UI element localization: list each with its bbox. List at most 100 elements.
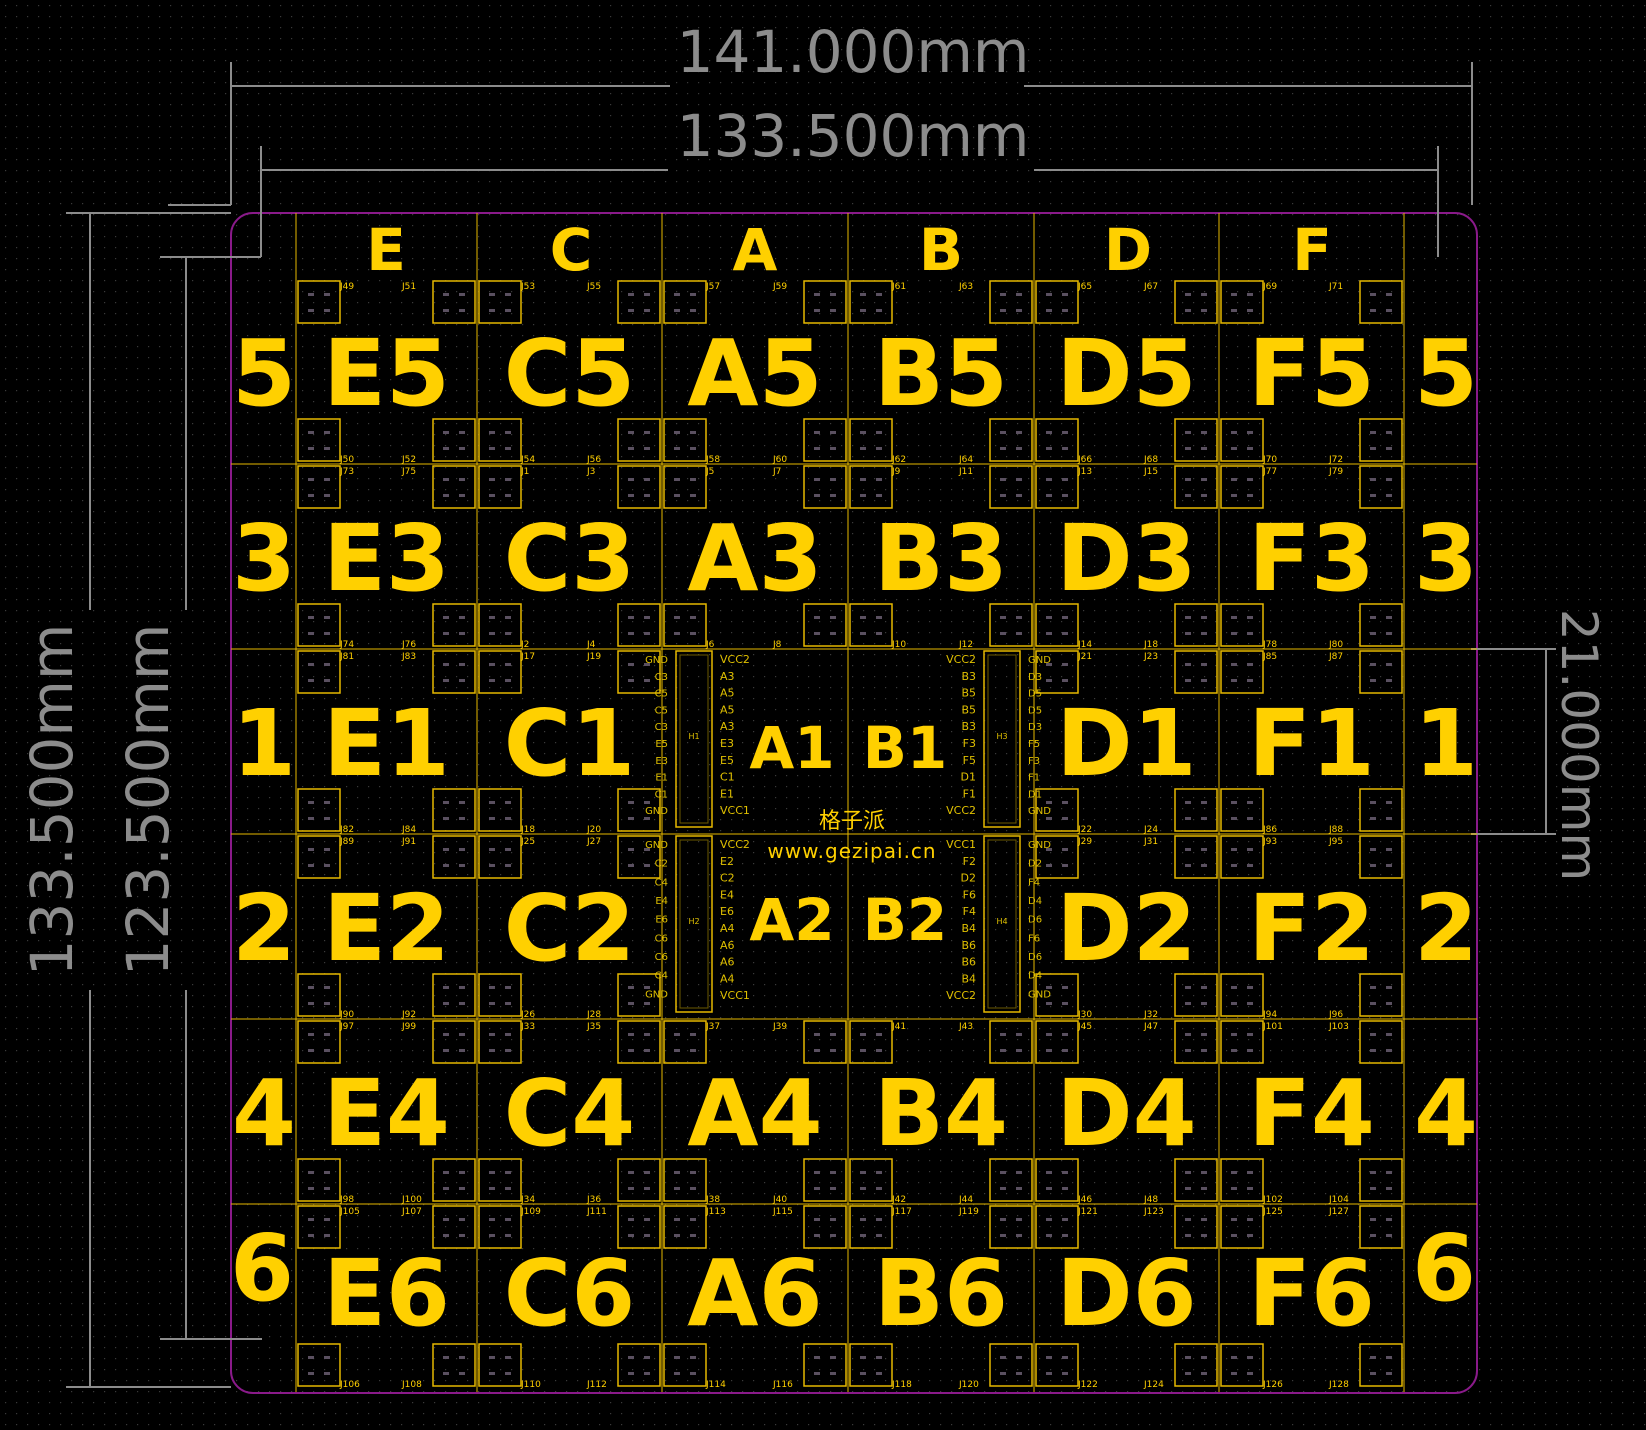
pad-outline — [1359, 418, 1403, 462]
pad-outline — [617, 1343, 661, 1387]
pad-hole — [1062, 293, 1068, 296]
cell-label: E2 — [323, 875, 450, 982]
pad-outline — [849, 1343, 893, 1387]
pad-outline — [297, 1205, 341, 1249]
pad-hole — [1201, 478, 1207, 481]
header-pin-inner: A5 — [720, 687, 735, 700]
connector-id: J90 — [339, 1010, 354, 1020]
pad-hole — [308, 1171, 314, 1174]
pad-outline — [432, 1020, 476, 1064]
pad-hole — [1000, 309, 1006, 312]
pad-hole — [489, 1049, 495, 1052]
connector-pad — [1035, 603, 1079, 647]
pad-hole — [489, 478, 495, 481]
pad-hole — [1370, 1033, 1376, 1036]
pad-hole — [1000, 494, 1006, 497]
pad-hole — [830, 1171, 836, 1174]
pad-hole — [1185, 817, 1191, 820]
connector-id: J115 — [772, 1207, 793, 1217]
connector-pad — [663, 280, 707, 324]
pad-hole — [489, 1033, 495, 1036]
connector-pad — [297, 1158, 341, 1202]
connector-pad — [1359, 835, 1403, 879]
header-pin-inner: F6 — [963, 888, 976, 901]
pad-hole — [1046, 494, 1052, 497]
pad-hole — [1016, 1356, 1022, 1359]
pad-outline — [432, 650, 476, 694]
pad-hole — [1370, 848, 1376, 851]
pad-hole — [628, 632, 634, 635]
pad-hole — [1046, 817, 1052, 820]
pad-hole — [1370, 1002, 1376, 1005]
pad-hole — [1370, 494, 1376, 497]
connector-id: J78 — [1262, 640, 1277, 650]
connector-id: J121 — [1077, 1207, 1098, 1217]
pad-hole — [489, 848, 495, 851]
pad-outline — [803, 1205, 847, 1249]
header-pin-outer: F6 — [1028, 933, 1040, 944]
pad-hole — [1386, 679, 1392, 682]
pad-outline — [617, 280, 661, 324]
pad-outline — [803, 1343, 847, 1387]
pad-hole — [1386, 848, 1392, 851]
header-pin-inner: B3 — [961, 670, 976, 683]
header-pin-outer: GND — [1028, 806, 1051, 817]
pad-hole — [1386, 616, 1392, 619]
connector-pad — [617, 603, 661, 647]
pad-hole — [1386, 986, 1392, 989]
pad-outline — [663, 1343, 707, 1387]
pad-hole — [644, 801, 650, 804]
pad-hole — [1231, 1187, 1237, 1190]
pad-hole — [674, 1033, 680, 1036]
connector-id: J119 — [958, 1207, 979, 1217]
pad-hole — [308, 848, 314, 851]
column-header: F — [1292, 216, 1332, 284]
pad-hole — [814, 293, 820, 296]
connector-id: J22 — [1077, 825, 1092, 835]
pad-hole — [860, 1356, 866, 1359]
pad-hole — [1185, 1171, 1191, 1174]
header-pin-outer: GND — [1028, 655, 1051, 666]
pad-outline — [1174, 603, 1218, 647]
pad-hole — [443, 1234, 449, 1237]
pad-outline — [1220, 465, 1264, 509]
pad-outline — [1359, 603, 1403, 647]
connector-id: J111 — [586, 1207, 607, 1217]
pad-hole — [628, 494, 634, 497]
pad-hole — [1247, 478, 1253, 481]
pad-hole — [1016, 1218, 1022, 1221]
pad-hole — [628, 864, 634, 867]
connector-id: J4 — [586, 640, 596, 650]
pad-outline — [432, 603, 476, 647]
pad-hole — [1046, 1234, 1052, 1237]
pad-outline — [849, 280, 893, 324]
cell-grid — [231, 213, 1477, 1392]
header-pin-inner: D2 — [961, 872, 976, 885]
pad-outline — [1035, 1205, 1079, 1249]
pad-hole — [860, 1049, 866, 1052]
pad-outline — [432, 1158, 476, 1202]
row-header-left-item: 6 — [230, 1215, 294, 1322]
connector-id: J56 — [586, 455, 601, 465]
connector-id: J1 — [520, 467, 529, 477]
pad-hole — [459, 1033, 465, 1036]
pad-outline — [1174, 973, 1218, 1017]
pad-hole — [1231, 1049, 1237, 1052]
connector-pad — [1035, 1158, 1079, 1202]
connector-id: J76 — [401, 640, 416, 650]
cell-label: F1 — [1248, 690, 1375, 797]
pad-hole — [1062, 1234, 1068, 1237]
pin-header-h4: H4GNDD2F4D4D6F6D6D4GNDVCC1F2D2F6F4B4B6B6… — [946, 835, 1051, 1013]
connector-pad — [803, 1205, 847, 1249]
connector-id: J84 — [401, 825, 416, 835]
header-pin-outer: GND — [1028, 989, 1051, 1000]
row-header-right-item: 6 — [1412, 1215, 1476, 1322]
pad-outline — [432, 418, 476, 462]
pad-hole — [1231, 1002, 1237, 1005]
pad-hole — [459, 1218, 465, 1221]
pad-hole — [1201, 864, 1207, 867]
pad-hole — [1231, 632, 1237, 635]
pad-hole — [1247, 679, 1253, 682]
connector-id: J34 — [520, 1195, 535, 1205]
pad-hole — [876, 632, 882, 635]
